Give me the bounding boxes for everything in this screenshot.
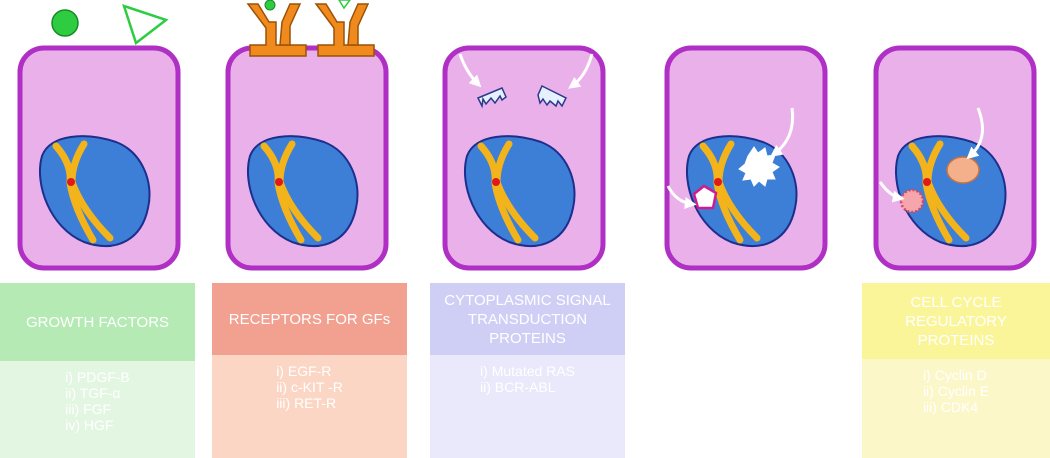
signal-protein-icon [537,84,568,108]
cell-1 [17,45,181,271]
growth-factor-triangle-icon [338,0,351,10]
signal-protein-icon [476,87,507,109]
panel-title: CYTOPLASMIC SIGNAL TRANSDUCTION PROTEINS [430,283,625,355]
panel-body: i) Mutated RAS ii) BCR-ABL [430,355,625,458]
list-item: i) PDGF-B [65,369,130,385]
growth-factor-circle-icon [51,9,79,37]
list-item: iii) FGF [65,401,112,417]
panel-list: i) Mutated RAS ii) BCR-ABL [480,363,575,395]
transcription-factor-icon [738,146,780,187]
list-item: ii) BCR-ABL [480,379,556,395]
list-item: ii) c-KIT -R [276,379,343,395]
panel-title: GROWTH FACTORS [0,283,195,361]
list-item: iv) HGF [65,417,114,433]
cyclin-icon [899,188,925,214]
arrow-icon [568,53,594,89]
receptor-icon [314,3,375,57]
list-item: i) EGF-R [276,363,332,379]
chromosome-icon [477,140,539,244]
centromere [492,178,500,186]
list-item: ii) Cyclin E [922,383,990,399]
chromosome-icon [908,140,970,244]
centromere [714,178,722,186]
list-item: ii) TGF-α [65,385,121,401]
chromosome-icon [699,140,761,244]
centromere [923,178,931,186]
list-item: i) Cyclin D [922,367,987,383]
panel-list: i) EGF-R ii) c-KIT -R iii) RET-R [276,363,343,411]
panel-cell-cycle: CELL CYCLE REGULATORY PROTEINS i) Cyclin… [862,283,1050,458]
arrow-icon [666,185,697,210]
centromere [67,178,75,186]
cell-4 [664,45,828,271]
list-item: iii) CDK4 [922,399,979,415]
centromere [275,178,283,186]
panel-receptors: RECEPTORS FOR GFs i) EGF-R ii) c-KIT -R … [212,283,407,458]
panel-title: RECEPTORS FOR GFs [212,283,407,355]
arrow-icon [878,181,905,203]
panel-title: CELL CYCLE REGULATORY PROTEINS [862,283,1050,359]
cyclin-icon [946,156,980,184]
panel-body: i) EGF-R ii) c-KIT -R iii) RET-R [212,355,407,458]
transcription-factor-icon [692,184,718,210]
panel-body: i) PDGF-B ii) TGF-α iii) FGF iv) HGF [0,361,195,458]
receptor-2 [314,3,375,57]
panel-body: i) Cyclin D ii) Cyclin E iii) CDK4 [862,359,1050,458]
arrow-icon [770,107,795,157]
panel-cytoplasmic-signal: CYTOPLASMIC SIGNAL TRANSDUCTION PROTEINS… [430,283,625,458]
growth-factor-triangle-icon [122,4,169,46]
chromosome-icon [52,140,114,244]
receptor-arm [279,3,302,46]
arrow-icon [458,53,482,88]
receptor-1 [246,3,307,57]
receptor-icon [246,3,307,57]
chromosome-icon [260,140,322,244]
cell-2 [225,45,389,271]
list-item: iii) RET-R [276,395,337,411]
receptor-arm [347,3,370,46]
growth-factor-circle-icon [264,0,276,11]
panel-growth-factors: GROWTH FACTORS i) PDGF-B ii) TGF-α iii) … [0,283,195,458]
arrow-icon [966,107,984,160]
panel-list: i) PDGF-B ii) TGF-α iii) FGF iv) HGF [65,369,130,433]
panel-list: i) Cyclin D ii) Cyclin E iii) CDK4 [923,367,989,415]
list-item: i) Mutated RAS [480,363,575,379]
